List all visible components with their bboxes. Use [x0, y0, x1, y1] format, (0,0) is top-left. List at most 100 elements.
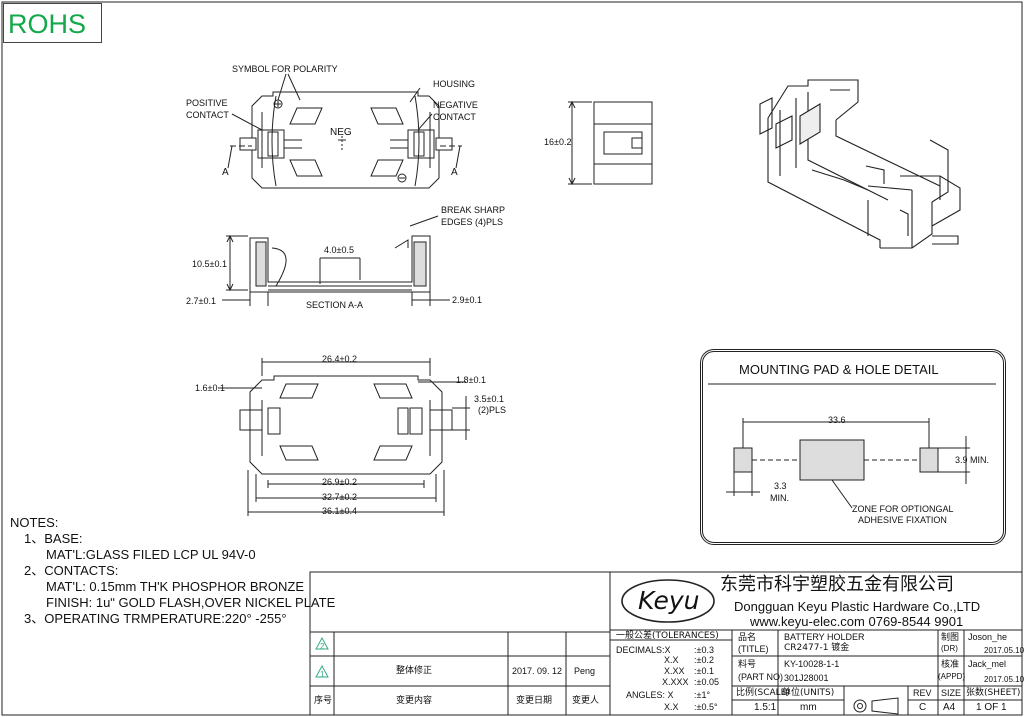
dr-name: Joson_he [968, 632, 1008, 642]
dim-33-6: 33.6 [828, 415, 846, 425]
note-3: 3、OPERATING TRMPERATURE:220° -255° [24, 611, 287, 626]
tol-angle-x: :±1° [694, 690, 711, 700]
section-mark-left: A [222, 167, 229, 178]
tol-xxx: :±0.1 [694, 666, 714, 676]
dim-2-9: 2.9±0.1 [452, 295, 482, 305]
tol-angles: ANGLES: X [626, 690, 674, 700]
rev-by: Peng [574, 666, 596, 676]
dim-3-5-pls: (2)PLS [478, 405, 507, 415]
rev-mark-2: 2 [320, 642, 325, 651]
title-line-1: BATTERY HOLDER [784, 632, 865, 642]
dim-1-8: 1.8±0.1 [456, 375, 486, 385]
appd-date: 2017.05.10 [984, 675, 1024, 684]
title-block-lines [309, 571, 1023, 716]
note-2a: MAT'L: 0.15mm TH'K PHOSPHOR BRONZE [46, 579, 305, 594]
label-zone: ZONE FOR OPTIONGAL [852, 504, 954, 514]
dim-10-5: 10.5±0.1 [192, 259, 227, 269]
note-2b: FINISH: 1uʺ GOLD FLASH,OVER NICKEL PLATE [46, 595, 336, 610]
rev-date: 2017. 09. 12 [512, 666, 563, 676]
dr-label-en: (DR) [941, 644, 958, 653]
tol-x: :±0.3 [694, 645, 714, 655]
size-value: A4 [943, 702, 956, 713]
dim-26-9: 26.9±0.2 [322, 477, 357, 487]
label-neg: NEG [330, 127, 352, 138]
label-break-edges: EDGES (4)PLS [441, 217, 504, 227]
rev-label: REV [913, 688, 932, 698]
scale-label: 比例(SCALE) [736, 688, 790, 698]
appd-name: Jack_mel [968, 659, 1007, 669]
part-label-cn: 料号 [738, 660, 757, 670]
label-symbol-polarity: SYMBOL FOR POLARITY [232, 64, 338, 74]
units-value: mm [800, 702, 817, 713]
rohs-label: ROHS [8, 9, 87, 39]
title-line-2: CR2477-1 镀金 [784, 643, 850, 653]
label-positive-contact: CONTACT [186, 110, 229, 120]
tol-xx: :±0.2 [694, 655, 714, 665]
label-section-aa: SECTION A-A [306, 300, 364, 310]
dim-1-6: 1.6±0.1 [195, 383, 225, 393]
label-break-sharp: BREAK SHARP [441, 205, 506, 215]
scale-value: 1.5:1 [754, 702, 777, 713]
isometric-view [759, 79, 961, 249]
label-negative-contact: CONTACT [433, 112, 476, 122]
dim-16: 16±0.2 [544, 137, 572, 147]
side-view-outline [568, 100, 653, 186]
part-label-en: (PART NO) [738, 672, 784, 682]
hdr-no: 序号 [314, 696, 333, 706]
label-housing: HOUSING [433, 79, 476, 89]
dim-3-5: 3.5±0.1 [474, 394, 504, 404]
part-number-1: KY-10028-1-1 [784, 659, 840, 669]
size-label: SIZE [941, 688, 962, 698]
company-name-cn: 东莞市科宇塑胶五金有限公司 [720, 574, 954, 595]
mounting-pad-detail [708, 383, 996, 509]
hdr-date: 变更日期 [516, 696, 553, 706]
hdr-person: 变更人 [572, 696, 600, 706]
top-view-outline [227, 73, 462, 189]
appd-label-cn: 核准 [941, 660, 960, 670]
company-logo: Keyu [638, 586, 700, 615]
mounting-title: MOUNTING PAD & HOLE DETAIL [739, 362, 939, 377]
appd-label-en: (APPD) [938, 672, 966, 681]
tol-decimals: DECIMALS:X [616, 645, 671, 655]
note-1a: MAT'L:GLASS FILED LCP UL 94V-0 [46, 547, 256, 562]
company-web-phone: www.keyu-elec.com 0769-8544 9901 [750, 614, 964, 629]
section-mark-right: A [451, 167, 458, 178]
mounting-detail-box [700, 349, 1006, 545]
label-negative: NEGATIVE [433, 100, 478, 110]
dim-3-9: 3.9 MIN. [955, 455, 990, 465]
tol-xx-label: X.X [664, 655, 679, 665]
section-view-outline [222, 215, 450, 306]
company-name-en: Dongguan Keyu Plastic Hardware Co.,LTD [734, 599, 981, 614]
label-adhesive: ADHESIVE FIXATION [858, 515, 947, 525]
rev-mark-1: 1 [320, 670, 325, 679]
dim-36-1: 36.1±0.4 [322, 506, 357, 516]
note-1: 1、BASE: [24, 531, 83, 546]
part-number-2: 301J28001 [784, 673, 829, 683]
sheet-label: 张数(SHEET) [966, 688, 1021, 698]
tol-angle-xx: :±0.5° [694, 702, 718, 712]
title-label-en: (TITLE) [738, 644, 769, 654]
dr-label-cn: 制图 [941, 633, 960, 643]
dim-32-7: 32.7±0.2 [322, 492, 357, 502]
tol-xxx-label: X.XX [664, 666, 685, 676]
tol-header: 一般公差(TOLERANCES) [616, 631, 719, 641]
dim-2-7: 2.7±0.1 [186, 296, 216, 306]
note-2: 2、CONTACTS: [24, 563, 119, 578]
notes-heading: NOTES: [10, 515, 59, 530]
dim-3-3-min: MIN. [770, 493, 789, 503]
bottom-view-outline [218, 358, 470, 516]
tol-xxxx: :±0.05 [694, 677, 719, 687]
title-label-cn: 品名 [738, 633, 757, 643]
dim-26-4: 26.4±0.2 [322, 354, 357, 364]
rohs-badge: ROHS [3, 3, 102, 43]
rev-desc: 整体修正 [396, 666, 433, 676]
label-positive: POSITIVE [186, 98, 228, 108]
dim-3-3: 3.3 [774, 481, 787, 491]
hdr-content: 变更内容 [396, 696, 433, 706]
tol-angle-xx-label: X.X [664, 702, 679, 712]
dim-4: 4.0±0.5 [324, 245, 354, 255]
sheet-value: 1 OF 1 [976, 702, 1007, 713]
rev-value: C [919, 702, 927, 713]
